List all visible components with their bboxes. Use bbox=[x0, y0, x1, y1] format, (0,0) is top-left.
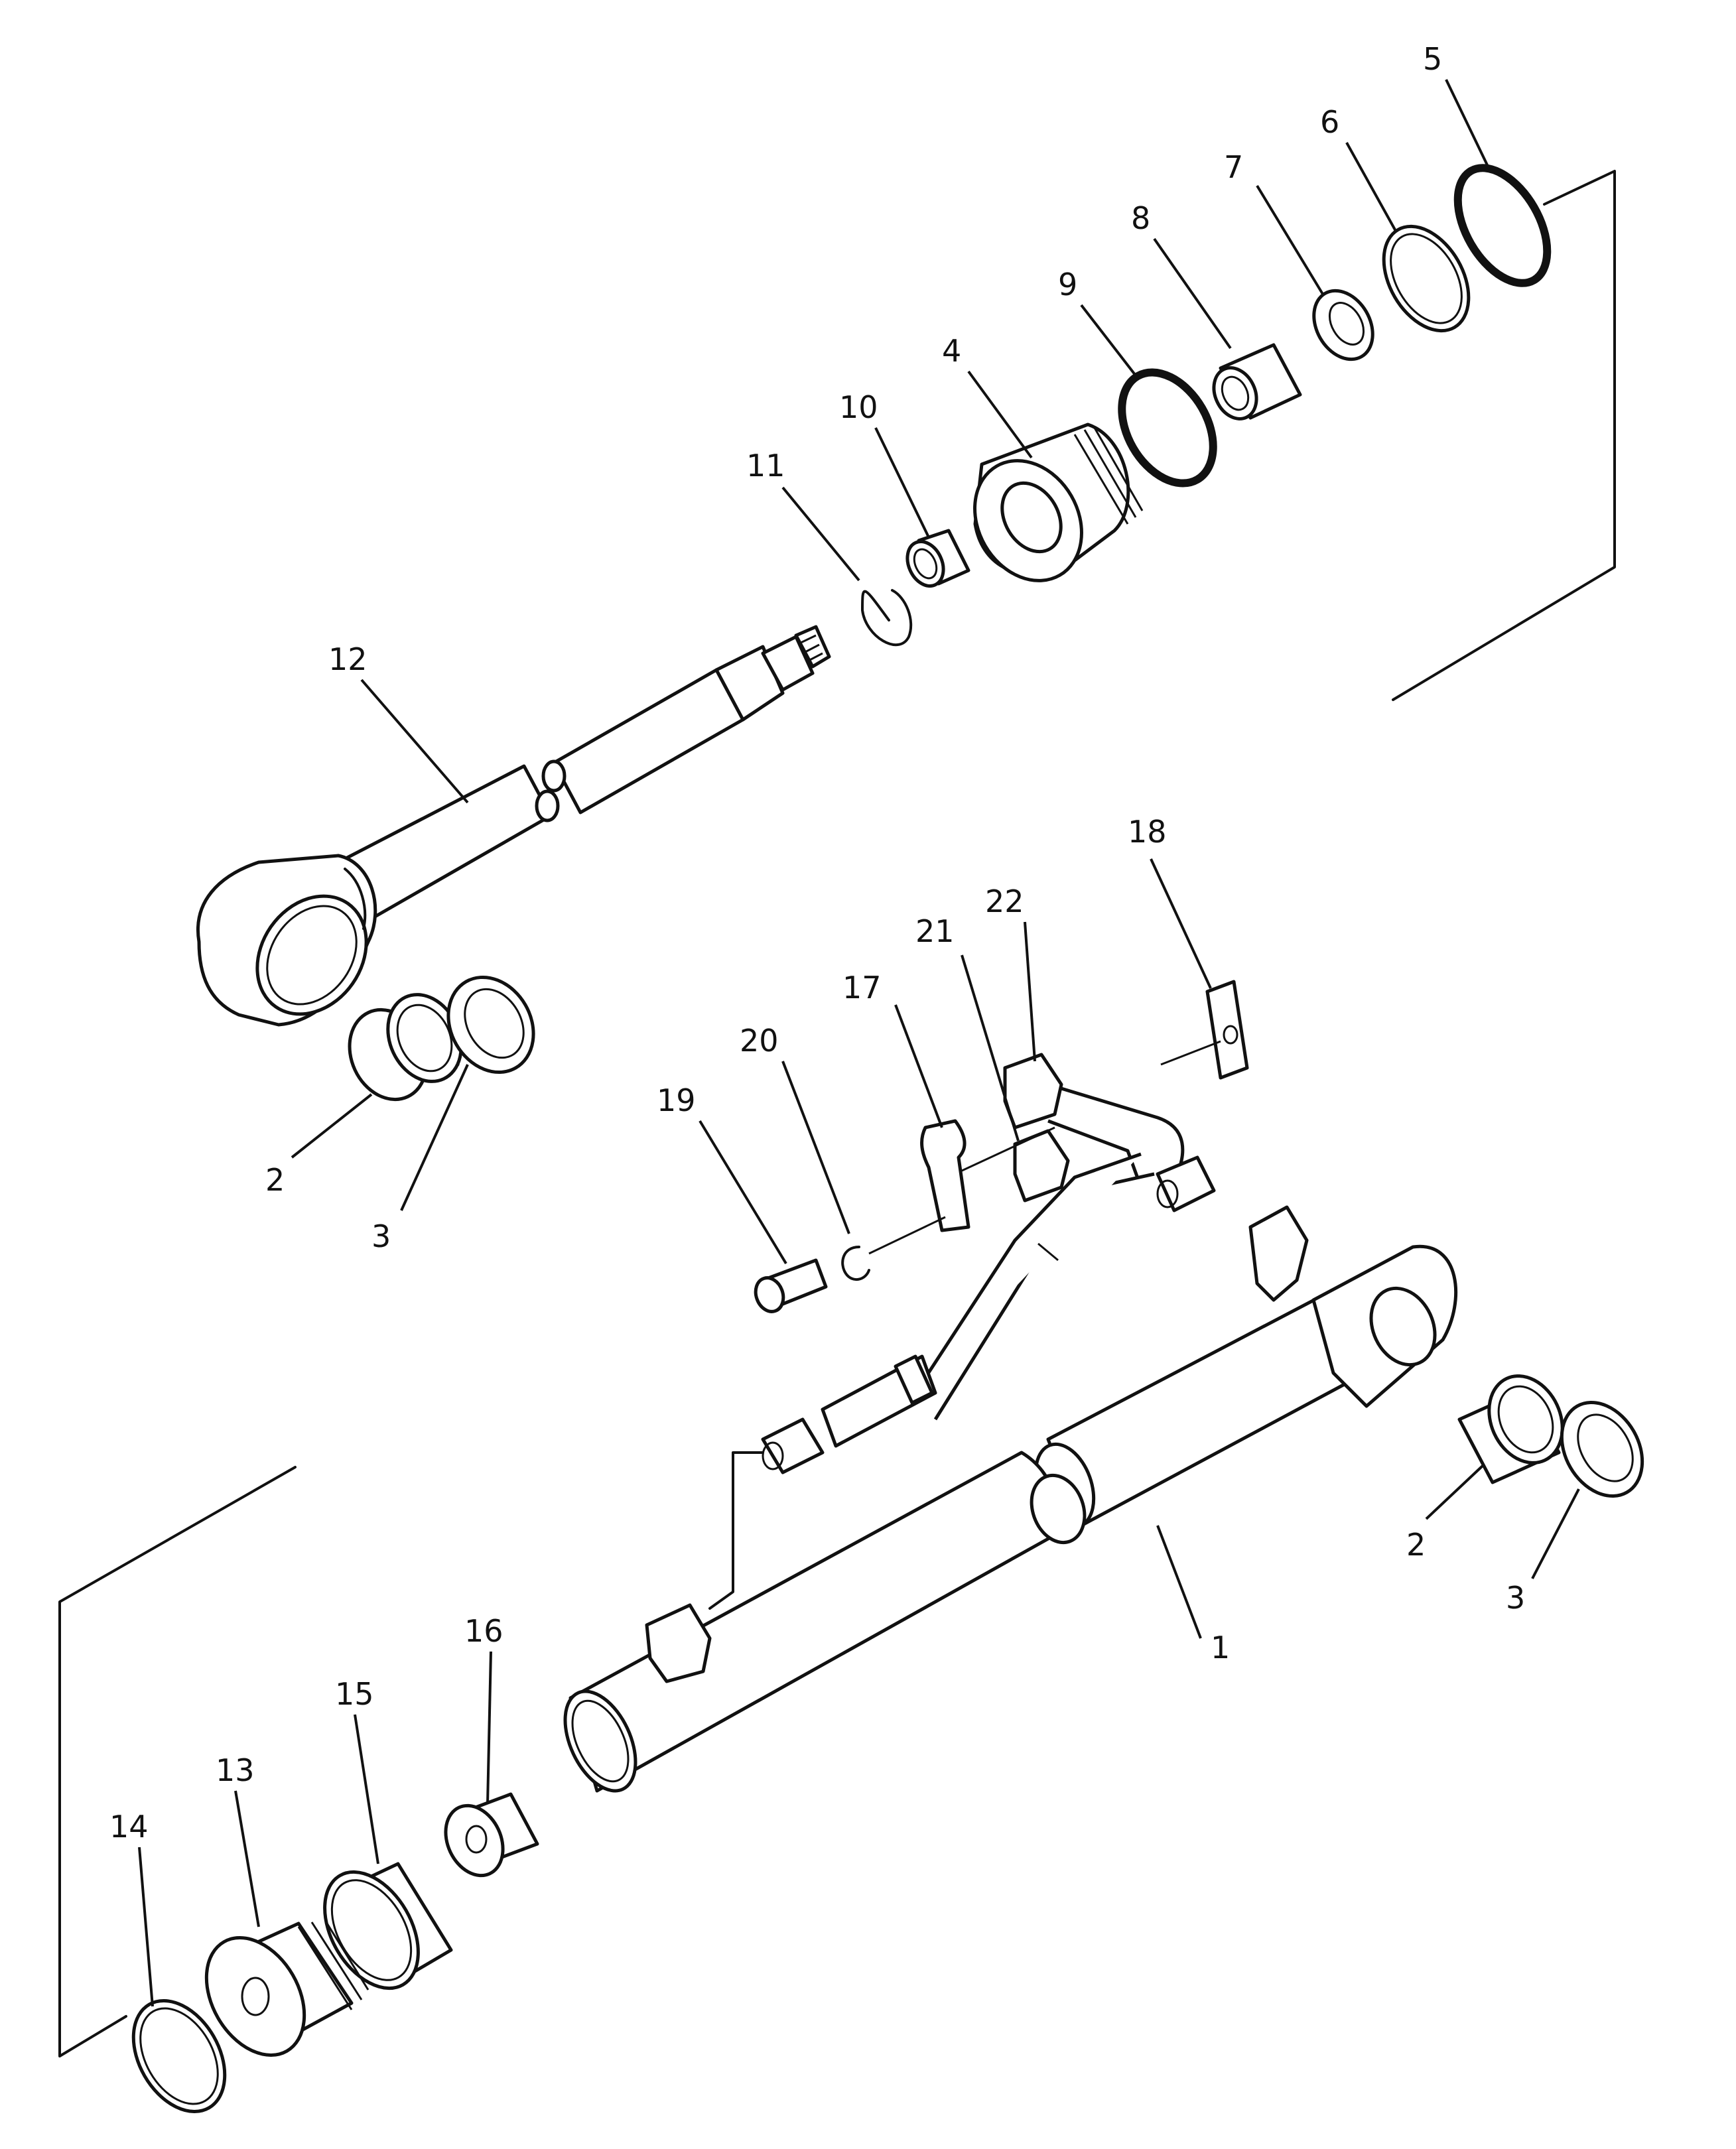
callout-13: 13 bbox=[216, 1752, 255, 1788]
seal-ring-14 bbox=[131, 1998, 227, 2114]
leader-22 bbox=[1024, 921, 1036, 1062]
leader-14 bbox=[138, 1847, 154, 2007]
bushing bbox=[905, 529, 970, 588]
callout-8: 8 bbox=[1131, 200, 1150, 236]
dust-seal-3-upper bbox=[446, 975, 535, 1074]
callout-9: 9 bbox=[1058, 267, 1077, 302]
leader-2b bbox=[1425, 1465, 1484, 1520]
callout-leaders bbox=[138, 79, 1580, 2007]
callout-19: 19 bbox=[657, 1082, 696, 1118]
leader-1 bbox=[1156, 1525, 1202, 1639]
callout-5: 5 bbox=[1423, 41, 1442, 77]
leader-7 bbox=[1256, 184, 1325, 296]
bushing-8 bbox=[1212, 343, 1302, 421]
o-ring-5 bbox=[1453, 164, 1552, 287]
callout-15: 15 bbox=[335, 1676, 374, 1712]
callout-3: 3 bbox=[371, 1218, 391, 1254]
callout-20: 20 bbox=[740, 1023, 779, 1059]
leader-13 bbox=[234, 1790, 260, 1927]
callout-16: 16 bbox=[464, 1613, 503, 1649]
callout-6: 6 bbox=[1320, 104, 1339, 140]
callout-7: 7 bbox=[1224, 149, 1243, 185]
callout-17: 17 bbox=[842, 970, 882, 1006]
bushing-2-upper bbox=[348, 993, 463, 1102]
leader-3a bbox=[400, 1064, 469, 1211]
leader-17 bbox=[894, 1004, 943, 1128]
leader-20 bbox=[781, 1061, 850, 1234]
upper-assembly-bracket bbox=[1392, 170, 1616, 701]
callout-2: 2 bbox=[1406, 1527, 1426, 1563]
dust-seal-7 bbox=[1312, 289, 1374, 361]
callout-2: 2 bbox=[265, 1162, 285, 1198]
callout-numbers: 1 2 2 3 3 4 5 6 7 8 9 10 11 12 13 14 15 … bbox=[109, 41, 1525, 1845]
leader-21 bbox=[961, 954, 1020, 1141]
leader-12 bbox=[360, 679, 469, 804]
callout-12: 12 bbox=[328, 641, 367, 677]
bushing-2-lower bbox=[1457, 1374, 1564, 1484]
callout-10: 10 bbox=[839, 389, 878, 425]
leader-5 bbox=[1445, 79, 1491, 170]
leader-6 bbox=[1345, 142, 1398, 233]
clamp-17 bbox=[920, 1119, 970, 1232]
piston-13 bbox=[204, 1920, 369, 2057]
leader-15 bbox=[354, 1714, 379, 1864]
leader-2a bbox=[291, 1093, 373, 1159]
bolt-19 bbox=[754, 1258, 828, 1313]
piston-rod bbox=[196, 625, 831, 1027]
callout-4: 4 bbox=[942, 333, 961, 369]
leader-9 bbox=[1080, 304, 1139, 379]
piston-nut-16 bbox=[444, 1792, 539, 1878]
lower-assembly-bracket bbox=[58, 1466, 297, 2057]
leader-11 bbox=[781, 486, 860, 582]
callout-22: 22 bbox=[985, 883, 1024, 919]
snap-ring bbox=[861, 589, 913, 647]
cylinder-head bbox=[973, 423, 1144, 582]
plate-18 bbox=[1160, 980, 1249, 1080]
dust-seal-3-lower bbox=[1560, 1400, 1644, 1498]
leader-10 bbox=[874, 427, 930, 538]
callout-3: 3 bbox=[1506, 1580, 1525, 1616]
leader-8 bbox=[1153, 237, 1232, 350]
callout-11: 11 bbox=[746, 448, 785, 484]
leader-4 bbox=[967, 370, 1033, 459]
callout-1: 1 bbox=[1211, 1630, 1230, 1665]
clamp-guide-line bbox=[961, 1126, 1055, 1172]
ring-6 bbox=[1382, 224, 1471, 333]
callout-14: 14 bbox=[109, 1809, 149, 1845]
leader-19 bbox=[699, 1120, 787, 1265]
leader-18 bbox=[1150, 858, 1212, 989]
cylinder-tube bbox=[563, 1205, 1458, 1793]
callout-18: 18 bbox=[1128, 814, 1167, 850]
hydraulic-piping bbox=[708, 1053, 1216, 1610]
callout-21: 21 bbox=[915, 913, 955, 949]
leader-3b bbox=[1531, 1488, 1580, 1579]
washer-20 bbox=[841, 1246, 870, 1281]
leader-16 bbox=[486, 1651, 492, 1805]
